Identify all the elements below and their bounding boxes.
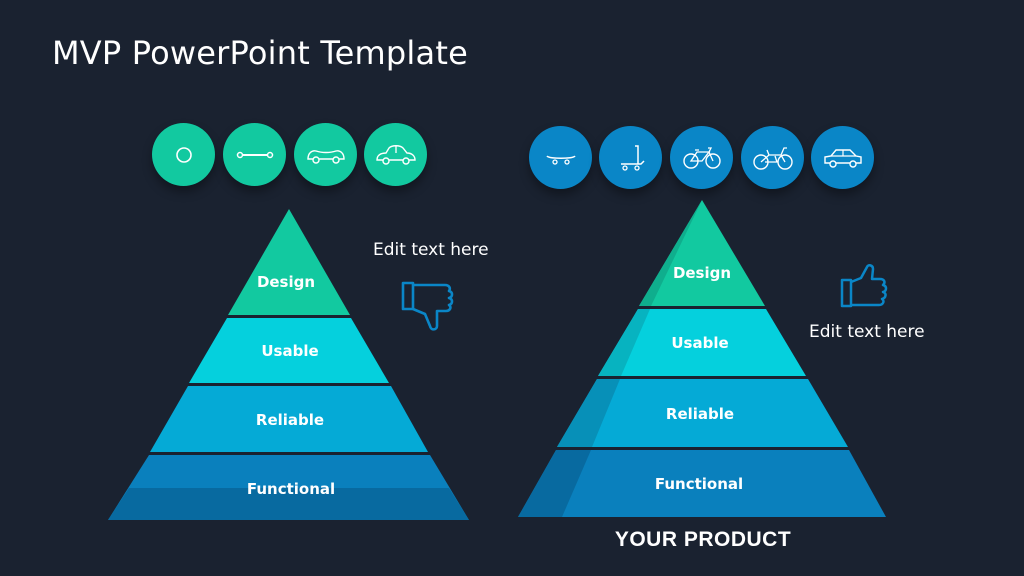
right-layer-usable [598,309,806,376]
right-layer-design-shade [639,200,702,306]
left-label-reliable: Reliable [255,411,325,429]
wheel-icon [175,146,192,163]
left-icon-circle-4 [364,123,427,186]
thumbs-up-icon [840,264,888,308]
car-icon [823,148,862,168]
left-layer-design [228,209,350,315]
right-edit-text[interactable]: Edit text here [809,322,925,342]
skateboard-icon [545,154,576,165]
right-icon-circle-4 [741,126,804,189]
right-label-design: Design [672,264,732,282]
right-label-usable: Usable [671,334,729,352]
your-product-caption: YOUR PRODUCT [614,528,792,551]
left-layer-functional-shade [108,488,469,520]
scooter-icon [620,144,645,171]
right-layer-reliable-shade [557,379,620,447]
left-icon-circle-2 [223,123,286,186]
right-pyramid [518,200,886,517]
right-layer-functional-shade [518,450,591,517]
thumbs-down-icon [401,281,454,331]
slide-title: MVP PowerPoint Template [52,34,468,72]
car-chassis-icon [306,149,345,164]
right-layer-functional [518,450,886,517]
car-icon [375,144,416,165]
left-label-usable: Usable [261,342,319,360]
right-icon-circle-3 [670,126,733,189]
right-layer-design [639,200,765,306]
right-icon-circle-2 [599,126,662,189]
left-icon-circle-1 [152,123,215,186]
left-label-functional: Functional [246,480,336,498]
left-layer-reliable [150,386,428,452]
motorcycle-icon [752,146,793,170]
axle-icon [236,151,273,158]
right-icon-circle-5 [811,126,874,189]
right-icon-circle-1 [529,126,592,189]
left-layer-usable [189,318,389,383]
right-layer-reliable [557,379,848,447]
right-label-functional: Functional [654,475,744,493]
left-edit-text[interactable]: Edit text here [373,240,489,260]
right-label-reliable: Reliable [665,405,735,423]
right-layer-usable-shade [598,309,650,376]
left-icon-circle-3 [294,123,357,186]
left-label-design: Design [256,273,316,291]
left-pyramid [108,209,469,520]
bicycle-icon [682,146,721,169]
